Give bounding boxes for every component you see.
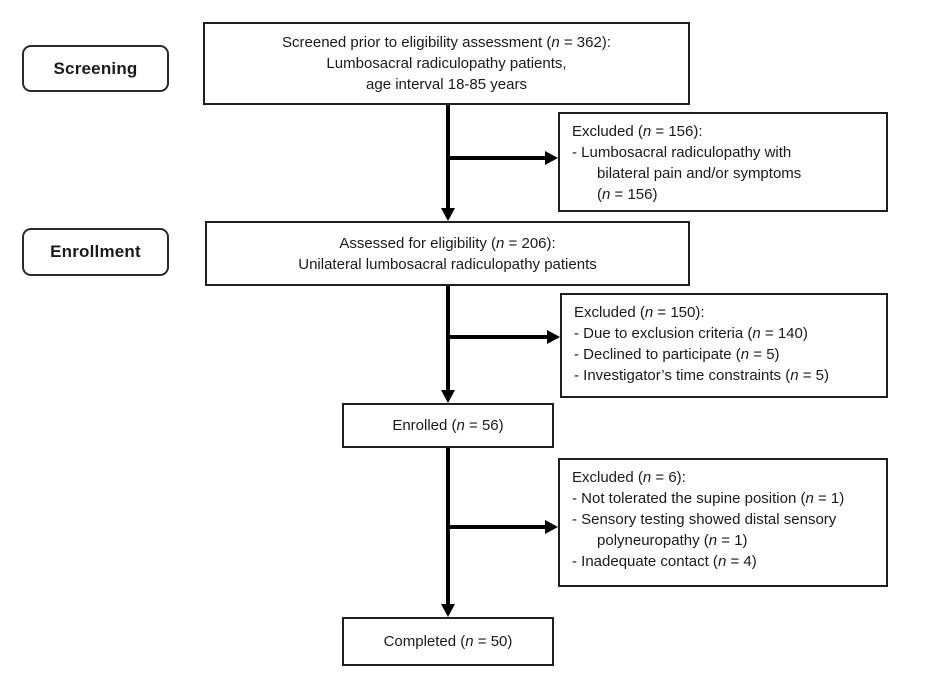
text-line: - Inadequate contact (n = 4) — [572, 553, 757, 570]
stage-label-screening: Screening — [22, 45, 169, 92]
text-line: Excluded (n = 150): — [574, 304, 705, 321]
arrowhead-down-icon — [441, 390, 455, 403]
text-line: - Investigator’s time constraints (n = 5… — [574, 367, 829, 384]
text-line: - Declined to participate (n = 5) — [574, 346, 780, 363]
arrowhead-right-icon — [545, 520, 558, 534]
text-line: - Sensory testing showed distal sensory — [572, 511, 837, 528]
text-line: Screened prior to eligibility assessment… — [282, 34, 611, 51]
flow-box-excluded-1: Excluded (n = 156): - Lumbosacral radicul… — [558, 112, 888, 212]
flow-box-screened: Screened prior to eligibility assessment… — [203, 22, 690, 105]
text-line: (n = 156) — [572, 186, 658, 203]
arrow-branch-excluded-3-line — [446, 525, 545, 529]
text-line: - Lumbosacral radiculopathy with — [572, 144, 792, 161]
text-line: Completed (n = 50) — [383, 633, 513, 650]
text-line: polyneuropathy (n = 1) — [572, 532, 748, 549]
text-line: Enrolled (n = 56) — [392, 417, 504, 434]
text-line: Lumbosacral radiculopathy patients, — [326, 55, 567, 72]
text-line: - Not tolerated the supine position (n =… — [572, 490, 845, 507]
text-line: - Due to exclusion criteria (n = 140) — [574, 325, 808, 342]
flow-box-enrolled: Enrolled (n = 56) — [342, 403, 554, 448]
arrow-branch-excluded-2-line — [446, 335, 547, 339]
flow-box-excluded-3: Excluded (n = 6): - Not tolerated the sup… — [558, 458, 888, 587]
text-line: Excluded (n = 6): — [572, 469, 686, 486]
flow-box-assessed: Assessed for eligibility (n = 206): Unila… — [205, 221, 690, 286]
flow-box-excluded-2: Excluded (n = 150): - Due to exclusion cr… — [560, 293, 888, 398]
arrowhead-down-icon — [441, 208, 455, 221]
text-line: age interval 18-85 years — [366, 76, 527, 93]
flow-box-completed: Completed (n = 50) — [342, 617, 554, 666]
stage-label-screening-text: Screening — [53, 58, 138, 78]
text-line: Excluded (n = 156): — [572, 123, 703, 140]
stage-label-enrollment-text: Enrollment — [50, 242, 141, 261]
arrow-branch-excluded-1-line — [446, 156, 545, 160]
text-line: Assessed for eligibility (n = 206): — [339, 234, 556, 252]
stage-label-enrollment: Enrollment — [22, 228, 169, 276]
arrowhead-right-icon — [547, 330, 560, 344]
text-line: bilateral pain and/or symptoms — [572, 165, 802, 182]
arrowhead-down-icon — [441, 604, 455, 617]
arrowhead-right-icon — [545, 151, 558, 165]
text-line: Unilateral lumbosacral radiculopathy pat… — [298, 255, 597, 273]
